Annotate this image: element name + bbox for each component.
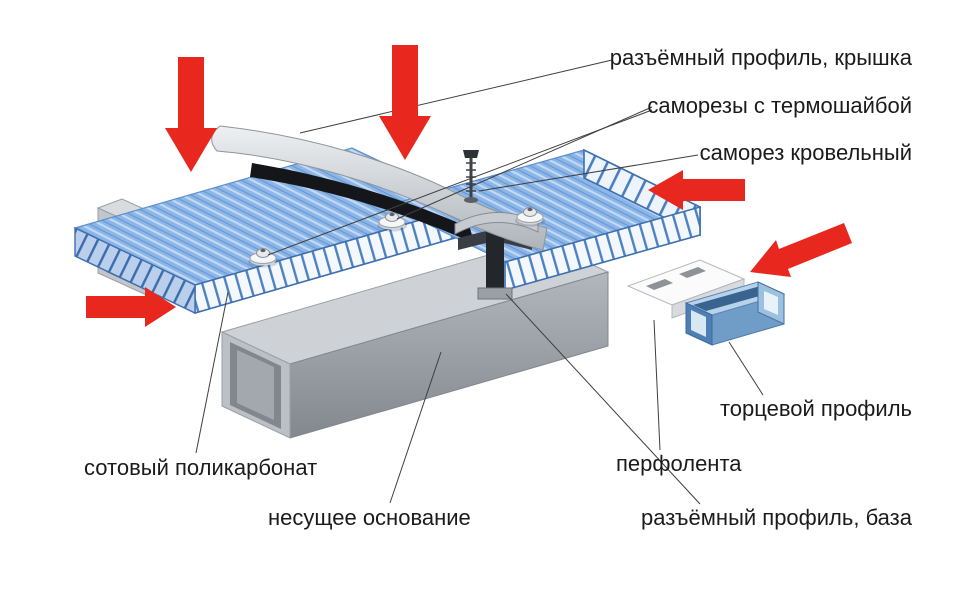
pressure-arrows bbox=[86, 45, 852, 327]
label-thermo-screws: саморезы с термошайбой bbox=[647, 93, 912, 118]
thermo-washer-screw-1 bbox=[248, 248, 278, 268]
thermo-washer-screw-2 bbox=[377, 212, 407, 232]
label-end-profile: торцевой профиль bbox=[719, 396, 912, 421]
red-arrow-left-side bbox=[86, 287, 176, 327]
red-arrow-diagonal bbox=[750, 223, 852, 277]
thermo-washer-screw-3 bbox=[515, 207, 545, 227]
label-base: несущее основание bbox=[268, 505, 471, 530]
red-arrow-right-side bbox=[648, 170, 745, 210]
leader-lines bbox=[195, 59, 764, 505]
label-polycarbonate: сотовый поликарбонат bbox=[84, 455, 318, 480]
label-roof-screw: саморез кровельный bbox=[699, 140, 912, 165]
roofing-screw bbox=[463, 150, 479, 203]
label-cap-profile: разъёмный профиль, крышка bbox=[609, 45, 912, 70]
label-perfotape: перфолента bbox=[616, 451, 742, 476]
base-web bbox=[486, 231, 504, 293]
label-split-base: разъёмный профиль, база bbox=[640, 505, 912, 530]
red-arrow-down-right bbox=[379, 45, 431, 160]
right-panel-front-face bbox=[504, 205, 701, 292]
red-arrow-down-left bbox=[165, 57, 217, 172]
end-profile-piece bbox=[684, 281, 786, 346]
left-panel-end-face bbox=[74, 226, 196, 315]
